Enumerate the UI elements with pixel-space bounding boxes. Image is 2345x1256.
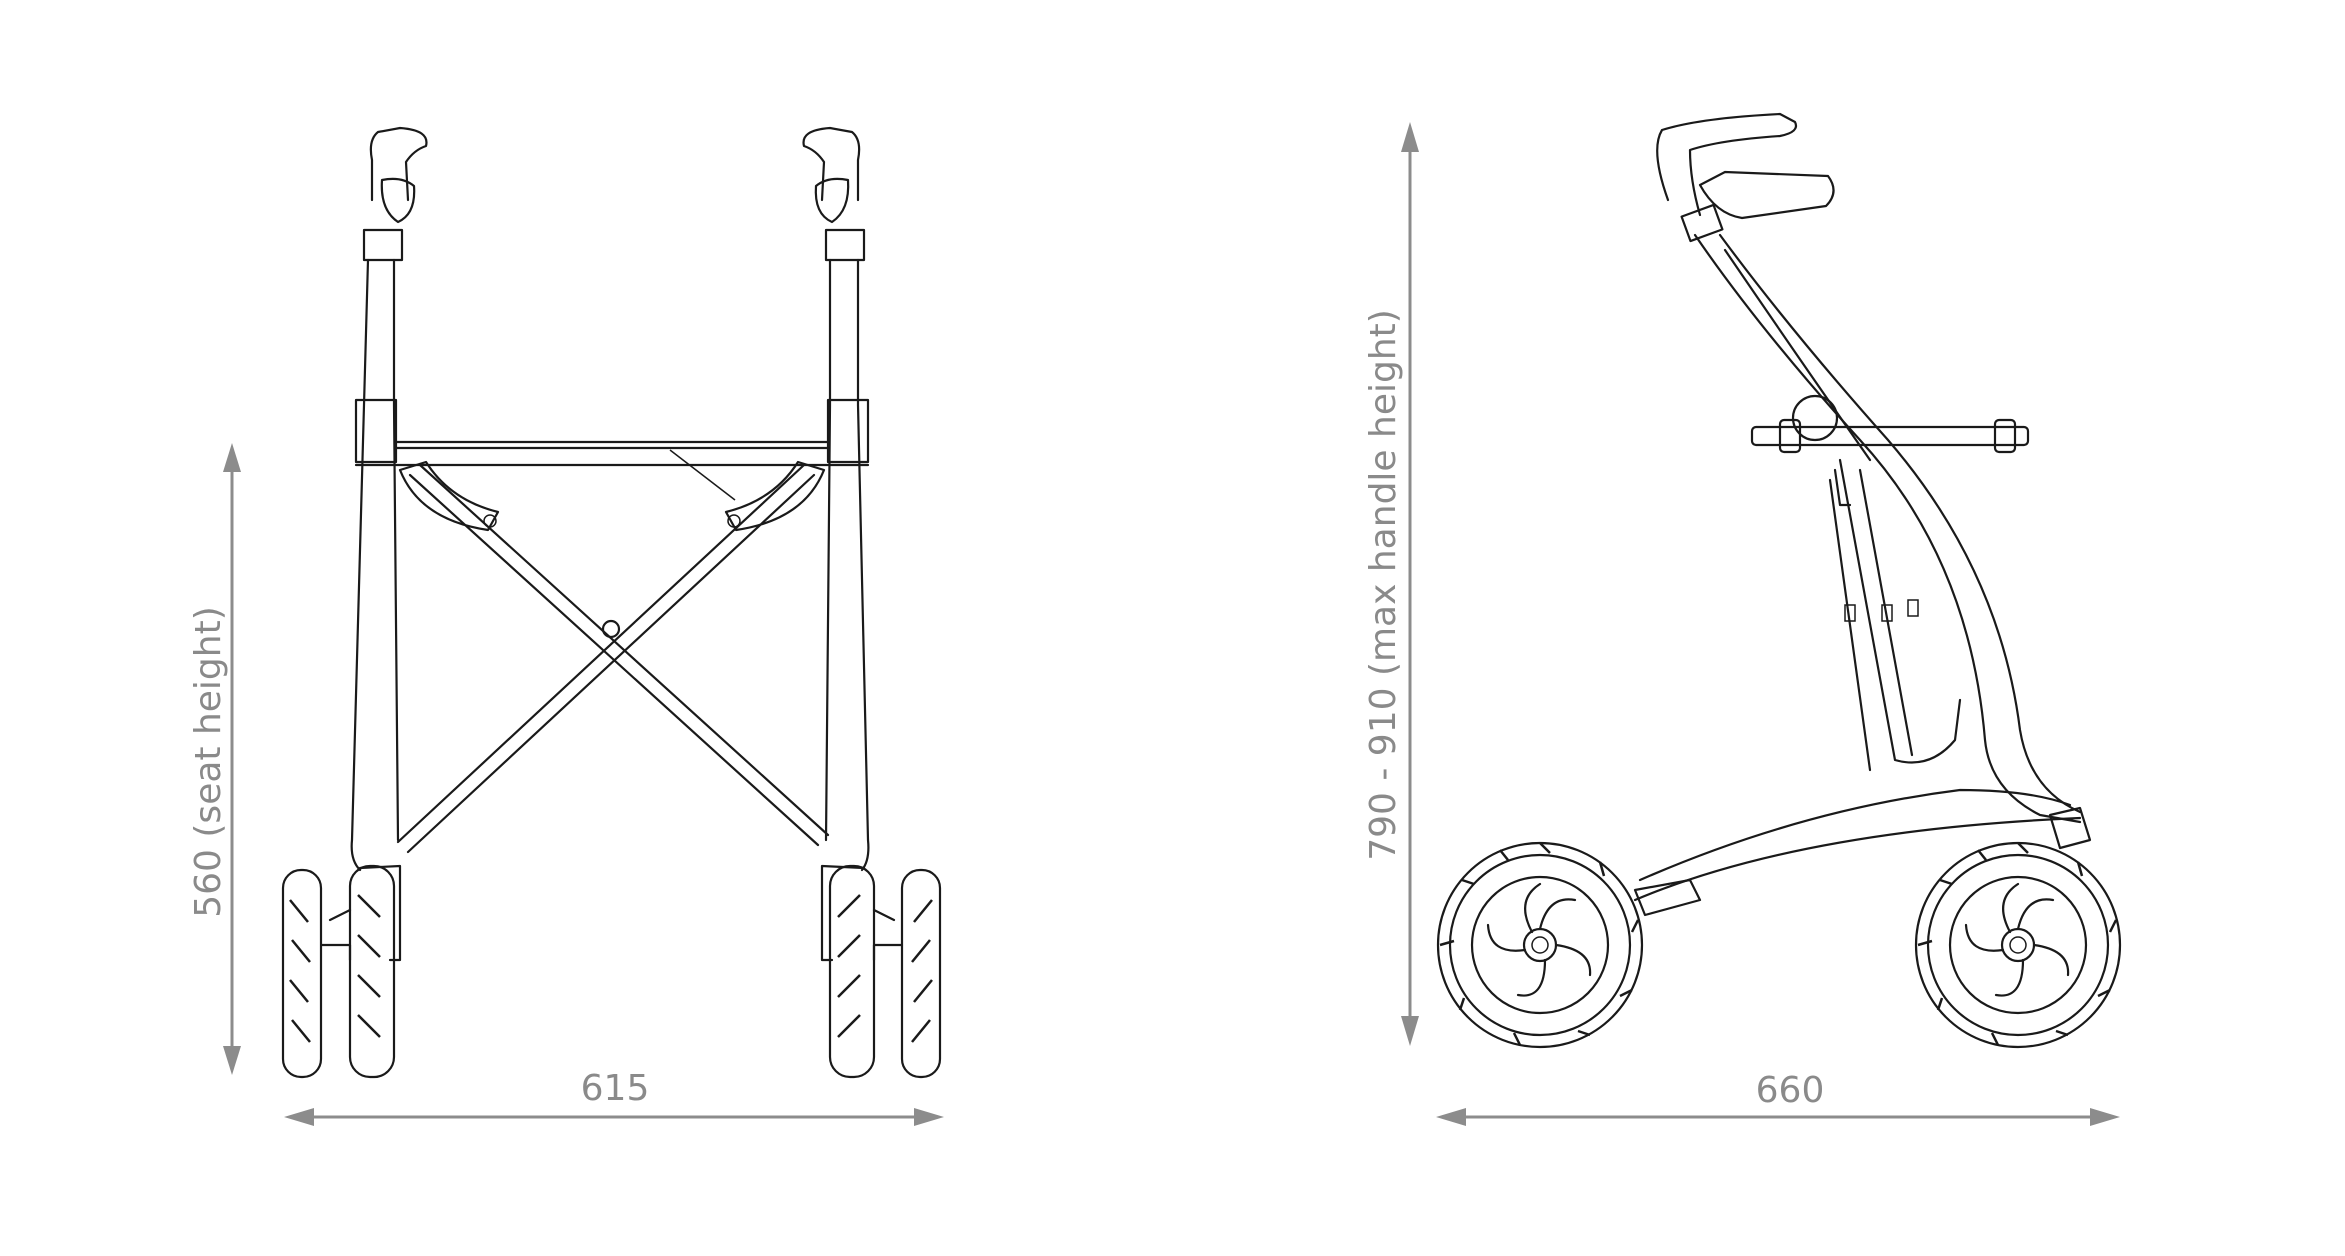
side-depth-dimension: 660 xyxy=(1436,1070,2120,1126)
front-width-dimension: 615 xyxy=(284,1068,944,1126)
right-frame-post xyxy=(824,258,870,872)
side-view-rollator xyxy=(1436,112,2122,1049)
seat-height-label: 560 (seat height) xyxy=(188,606,229,918)
front-view-rollator xyxy=(281,126,942,1079)
width-label: 615 xyxy=(581,1068,650,1109)
main-frame xyxy=(1693,233,2082,824)
front-left-wheels xyxy=(281,864,402,1079)
left-seat-joint xyxy=(354,398,398,464)
side-seat xyxy=(1750,425,2030,447)
x-brace-pivot xyxy=(601,619,621,639)
handle-height-label: 790 - 910 (max handle height) xyxy=(1363,309,1404,861)
left-frame-post xyxy=(350,258,400,872)
side-front-wheel xyxy=(1436,841,1644,1049)
seat-height-dimension: 560 (seat height) xyxy=(188,443,241,1075)
front-right-wheels xyxy=(820,864,942,1079)
hand-brake-lever xyxy=(1698,170,1835,220)
left-handle xyxy=(362,126,428,262)
depth-label: 660 xyxy=(1756,1070,1825,1111)
right-seat-joint xyxy=(826,398,870,464)
x-brace xyxy=(396,463,830,854)
base-frame xyxy=(1633,788,2082,902)
handle-height-dimension: 790 - 910 (max handle height) xyxy=(1363,122,1419,1046)
side-handle xyxy=(1656,112,1798,217)
right-handle xyxy=(802,126,866,262)
side-rear-wheel xyxy=(1914,841,2122,1049)
